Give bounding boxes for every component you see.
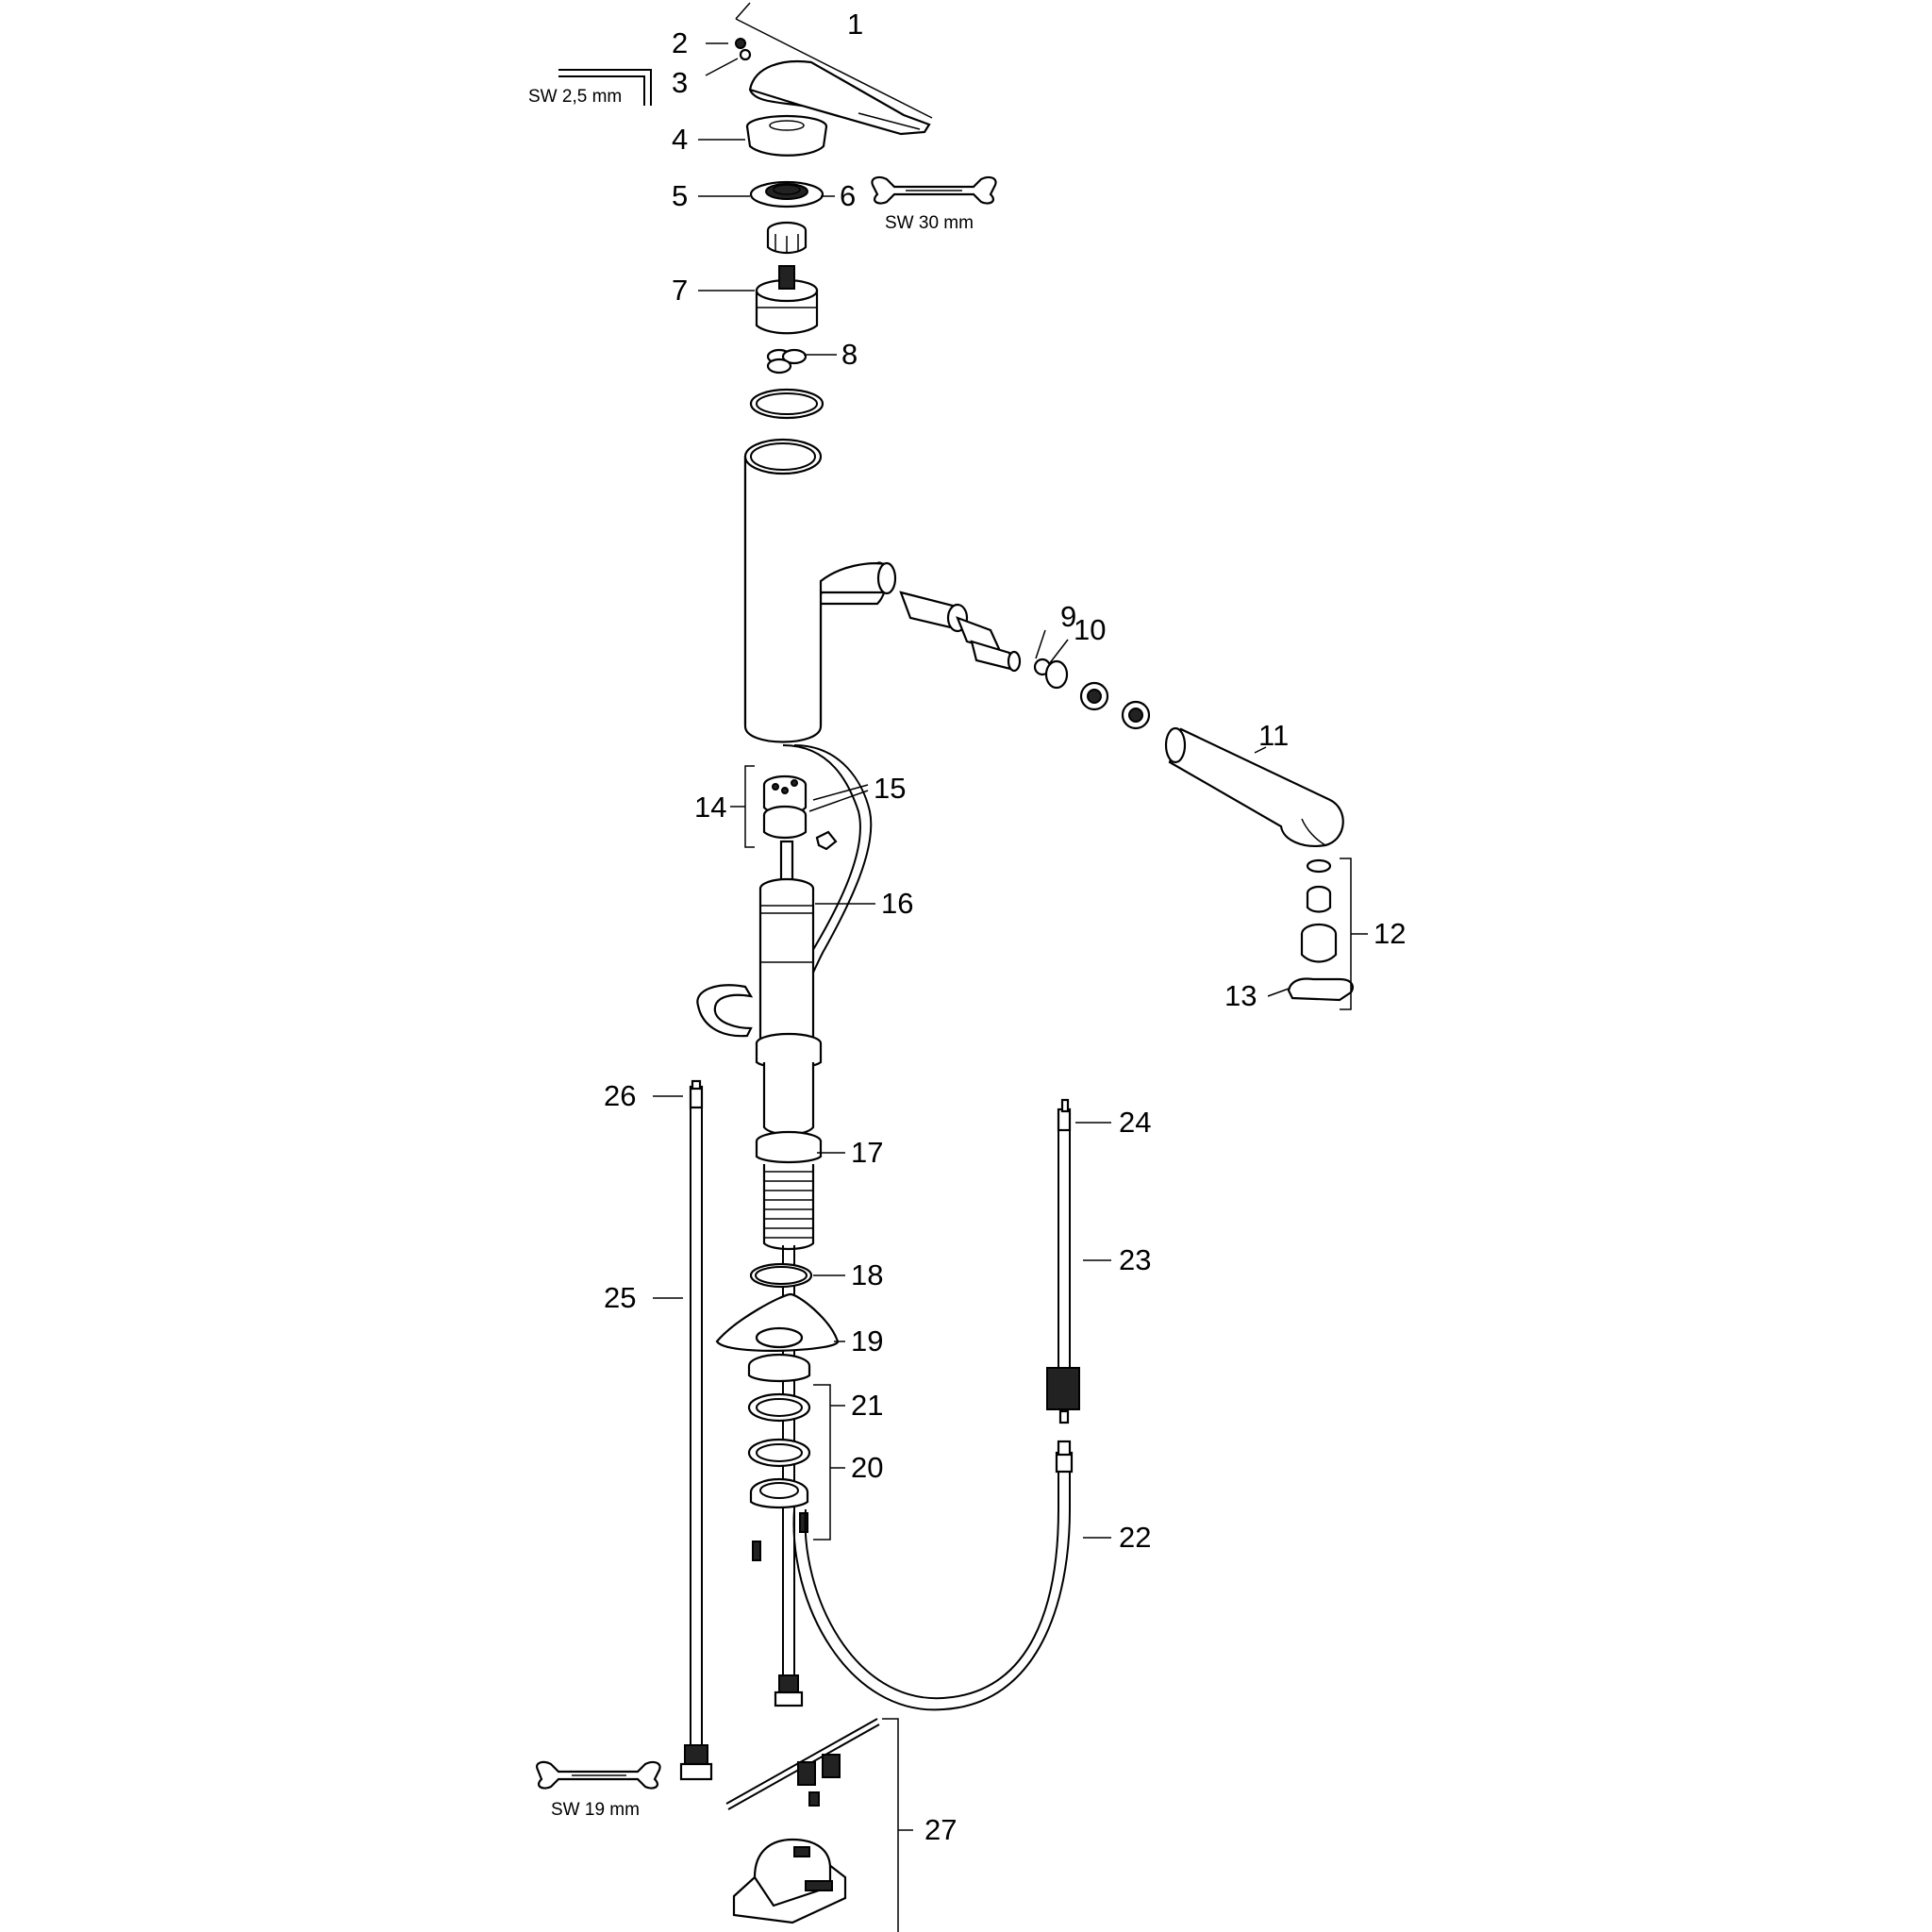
callout-12: 12 [1374, 917, 1406, 950]
threaded-bushing [766, 221, 808, 255]
wrench-19-label: SW 19 mm [551, 1800, 640, 1820]
callout-14: 14 [694, 791, 726, 824]
gasket-20 [747, 1438, 811, 1468]
callout-17: 17 [851, 1136, 883, 1169]
callout-23: 23 [1119, 1243, 1151, 1276]
callout-15: 15 [874, 772, 906, 805]
handle-lever [748, 59, 931, 136]
supply-hose-left [679, 1079, 713, 1781]
wrench-icon-30 [871, 175, 997, 205]
callout-7: 7 [672, 274, 688, 307]
fixing-screws [752, 1512, 808, 1561]
callout-24: 24 [1119, 1106, 1151, 1139]
cover-cap [745, 114, 828, 157]
hex-key-icon [558, 69, 652, 106]
bracket-20 [813, 1384, 831, 1541]
callout-10: 10 [1074, 613, 1106, 646]
aerator-assembly [1287, 858, 1354, 1002]
hose-guide [758, 840, 815, 1047]
wrench-icon-19 [536, 1760, 661, 1790]
cartridge [755, 265, 819, 335]
o-ring-18 [749, 1262, 813, 1289]
bracket-27 [882, 1718, 899, 1932]
retaining-ring [749, 388, 824, 420]
callout-27: 27 [924, 1813, 957, 1846]
callout-19: 19 [851, 1324, 883, 1357]
callout-22: 22 [1119, 1521, 1151, 1554]
bracket-14 [744, 765, 755, 848]
support-plate [715, 1292, 840, 1352]
weight-hose [1046, 1098, 1080, 1424]
callout-3: 3 [672, 66, 688, 99]
mounting-box [732, 1838, 847, 1924]
callout-21: 21 [851, 1389, 883, 1422]
large-o-ring [1044, 659, 1069, 690]
spout-connector [899, 591, 1022, 673]
callout-5: 5 [672, 179, 688, 212]
gasket-21 [747, 1392, 811, 1423]
callout-18: 18 [851, 1258, 883, 1291]
diverter [762, 774, 808, 840]
callout-2: 2 [672, 26, 688, 59]
small-cap [739, 48, 752, 61]
clips-kit [797, 1754, 841, 1807]
callout-13: 13 [1224, 979, 1257, 1012]
half-ring-clip [696, 984, 754, 1038]
leader-lines [653, 42, 1368, 1831]
hex-key-label: SW 2,5 mm [528, 87, 622, 107]
callout-20: 20 [851, 1451, 883, 1484]
seal-rings [766, 348, 808, 375]
fixing-plate [749, 1477, 809, 1509]
callout-9: 9 [1060, 600, 1076, 633]
retaining-nut [749, 180, 824, 208]
grub-screw [735, 38, 746, 49]
callout-25: 25 [604, 1281, 636, 1314]
callout-4: 4 [672, 123, 688, 156]
callout-labels: 1 2 3 4 5 6 7 8 9 10 11 12 13 14 15 16 1… [604, 8, 1406, 1846]
spray-head [1164, 726, 1344, 847]
callout-16: 16 [881, 887, 913, 920]
wrench-30-label: SW 30 mm [885, 213, 974, 233]
callout-8: 8 [841, 338, 858, 371]
callout-11: 11 [1258, 719, 1289, 752]
shower-hose [792, 1462, 1071, 1711]
hose-nut [778, 1674, 799, 1693]
tap-body [743, 438, 897, 743]
callout-1: 1 [847, 8, 863, 41]
callout-6: 6 [840, 179, 856, 212]
spray-inserts [1079, 681, 1151, 730]
clip [815, 830, 838, 851]
callout-26: 26 [604, 1079, 636, 1112]
washer-upper [747, 1353, 811, 1383]
threaded-shank [755, 1032, 823, 1251]
